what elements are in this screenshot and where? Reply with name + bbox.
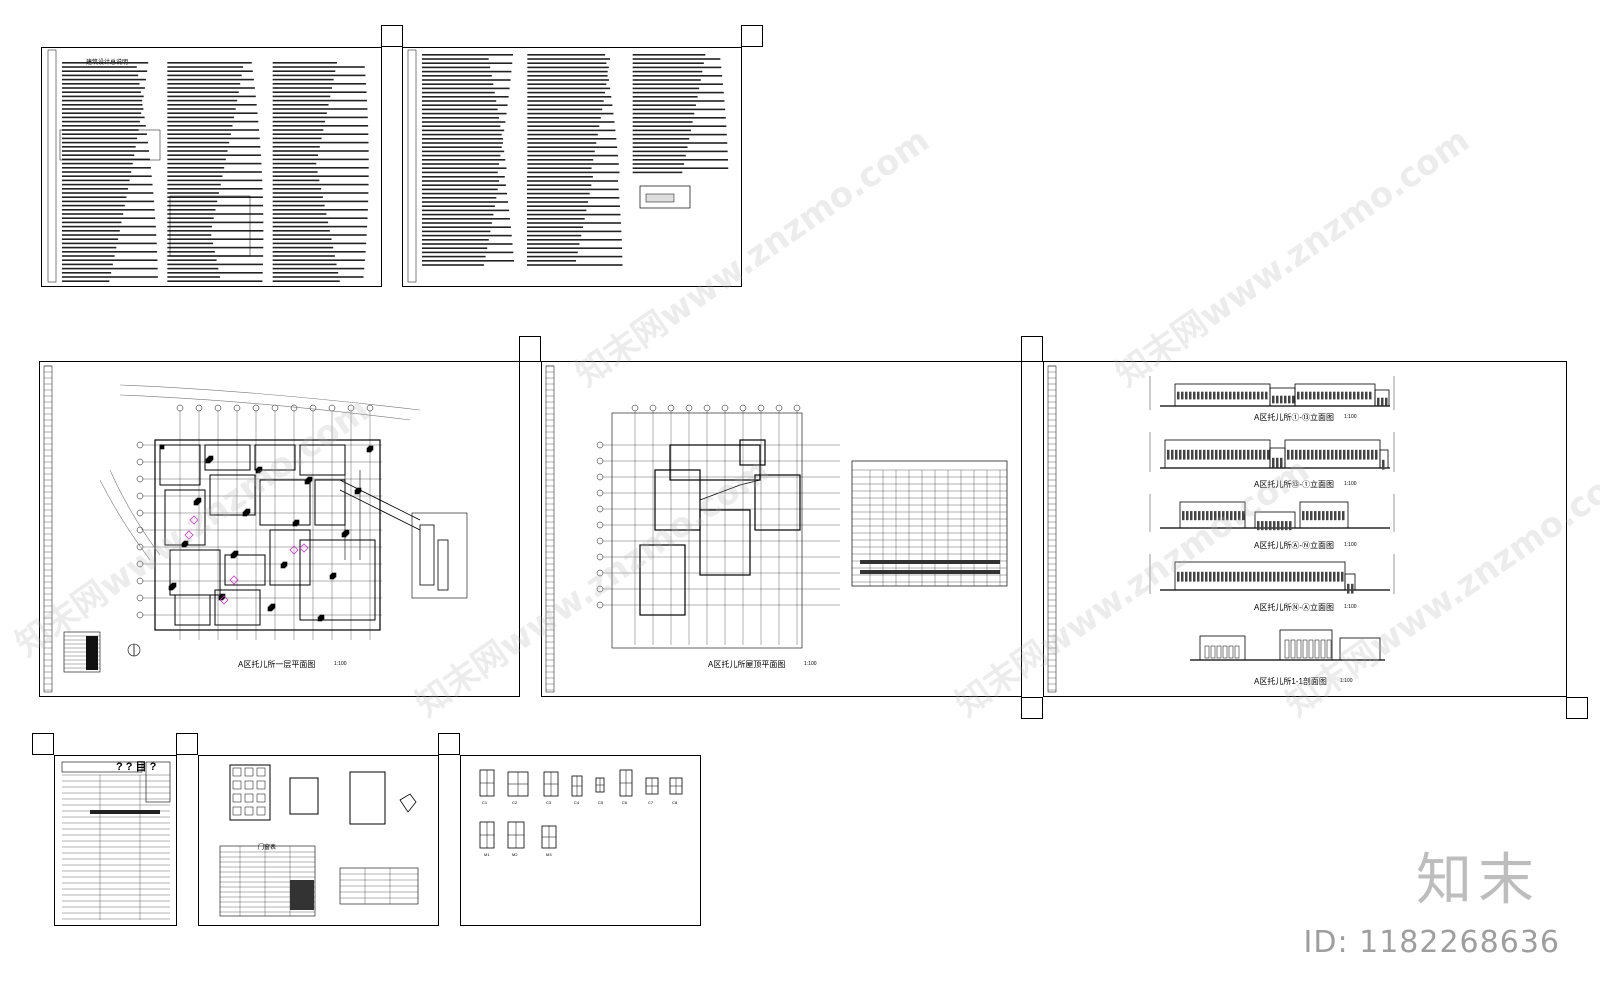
sheet-cover[interactable] — [54, 755, 177, 926]
window-label: C2 — [512, 800, 518, 805]
sheet-tab — [1021, 336, 1043, 362]
sheet-ground-floor-plan[interactable] — [39, 361, 520, 697]
watermark: 知末网www.znzmo.com — [1108, 120, 1477, 395]
roof-title: A区托儿所屋顶平面图 — [708, 660, 786, 669]
sheet-tab — [741, 25, 763, 47]
sheet-roof-plan[interactable] — [541, 361, 1022, 697]
window-label: C5 — [598, 800, 604, 805]
window-label: C7 — [648, 800, 654, 805]
window-label: M2 — [512, 852, 518, 857]
elevation-scale-2: 1:100 — [1344, 481, 1357, 487]
sheet-tab — [519, 336, 541, 362]
elevation-title-2: A区托儿所⑬-①立面图 — [1254, 480, 1334, 489]
window-label: C3 — [546, 800, 552, 805]
roof-scale: 1:100 — [804, 661, 817, 667]
sheet-tab — [438, 733, 460, 755]
elevation-title-1: A区托儿所①-⑬立面图 — [1254, 413, 1334, 422]
window-label: M3 — [546, 852, 552, 857]
section-title: A区托儿所1-1剖面图 — [1254, 677, 1327, 686]
sheet-tab — [32, 733, 54, 755]
resource-id: ID: 1182268636 — [1303, 925, 1560, 960]
window-label: C4 — [574, 800, 580, 805]
sheet-window-types[interactable] — [460, 755, 701, 926]
section-scale: 1:100 — [1340, 678, 1353, 684]
cover-title: ? ? 目 ? — [116, 761, 157, 773]
elevation-scale-3: 1:100 — [1344, 542, 1357, 548]
sheet-tab — [381, 25, 403, 47]
sheet-tab — [1021, 697, 1043, 719]
sheet-details[interactable] — [198, 755, 439, 926]
elevation-scale-4: 1:100 — [1344, 604, 1357, 610]
window-label: C6 — [622, 800, 628, 805]
notes-title: 建筑设计总说明 — [86, 60, 129, 66]
elevation-title-3: A区托儿所Ⓐ-Ⓝ立面图 — [1254, 541, 1334, 550]
plan-scale: 1:100 — [334, 661, 347, 667]
brand-logo: 知末 — [1416, 848, 1540, 913]
window-label: C8 — [672, 800, 678, 805]
window-label: C1 — [482, 800, 488, 805]
sheet-design-notes-1[interactable] — [41, 47, 382, 287]
sheet-tab — [176, 733, 198, 755]
window-label: M1 — [484, 852, 490, 857]
sheet-design-notes-2[interactable] — [402, 47, 742, 287]
sheet-tab — [1566, 697, 1588, 719]
elevation-title-4: A区托儿所Ⓝ-Ⓐ立面图 — [1254, 603, 1334, 612]
plan-title: A区托儿所一层平面图 — [238, 660, 316, 669]
door-window-table-title: 门窗表 — [258, 845, 277, 851]
elevation-scale-1: 1:100 — [1344, 414, 1357, 420]
